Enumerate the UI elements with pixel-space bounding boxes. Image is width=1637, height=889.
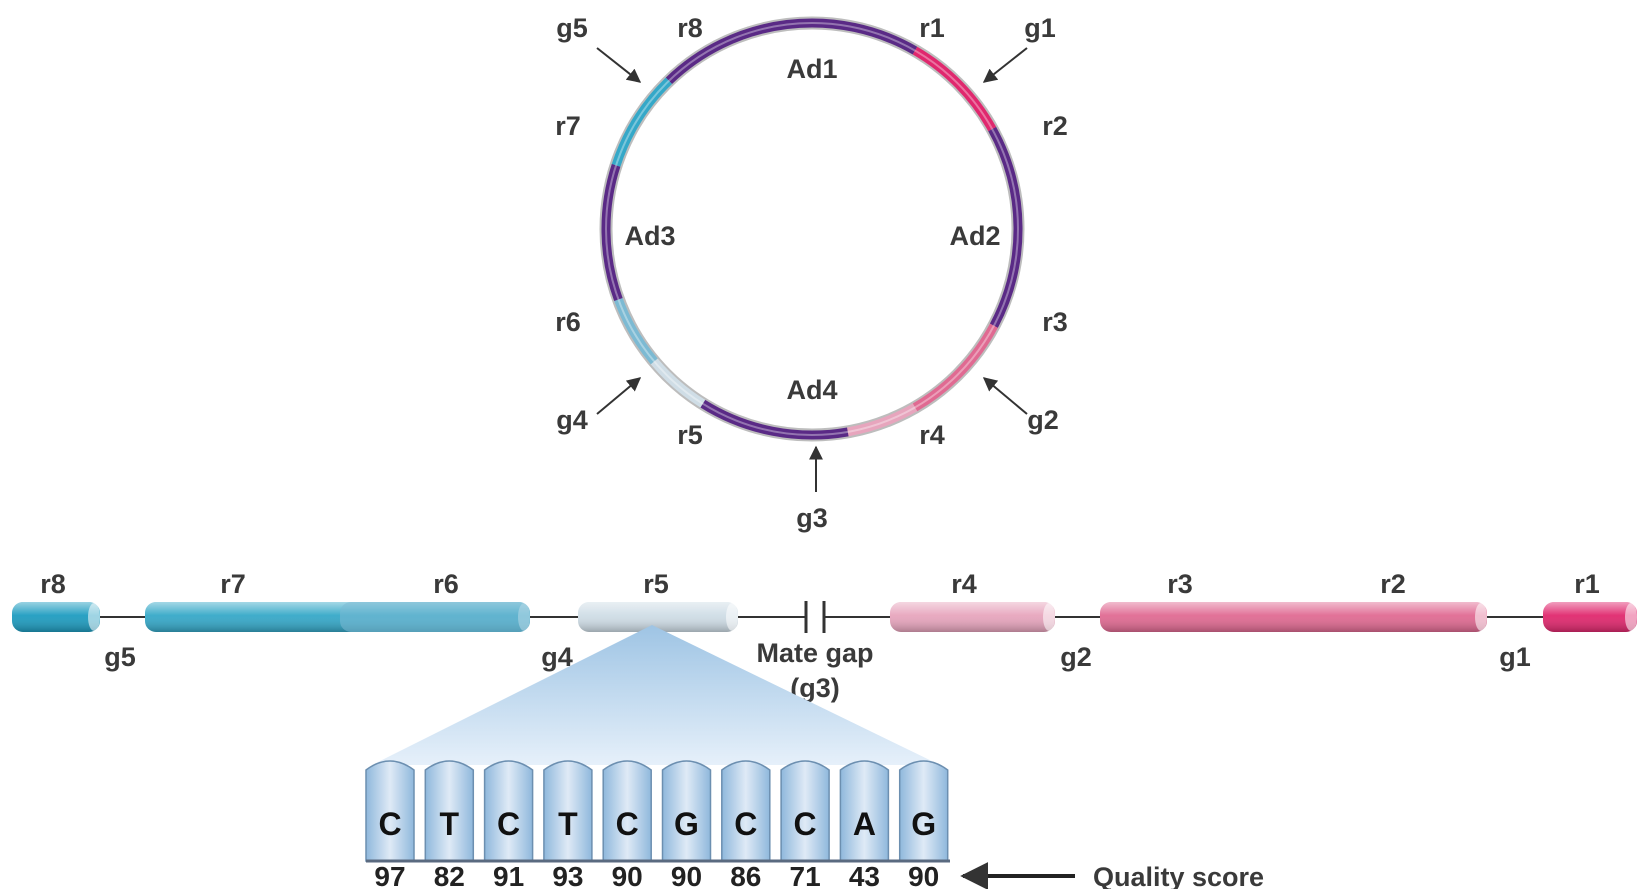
linear-gap-label-g5: g5 [104,642,136,672]
linear-read-label-r2: r2 [1380,569,1406,599]
linear-read-label-r3: r3 [1167,569,1193,599]
base-tile: C [721,760,771,862]
adapter-label-ad1: Ad1 [786,54,837,84]
adapter-label-ad4: Ad4 [786,375,837,405]
read-label-r3: r3 [1042,307,1068,337]
circular-construct: Ad1 Ad2 Ad3 Ad4 r1 r2 r3 r4 r5 r6 r7 r8 … [555,13,1068,533]
base-letter: C [794,806,817,842]
base-letter: C [734,806,757,842]
quality-score-value: 90 [671,861,702,889]
base-tile: T [424,760,475,862]
linear-scaffold: r8 r7 r6 r5 r4 r3 r2 r1 g5 g4 g2 g1 Mate… [12,569,1637,703]
r6-arc [614,297,658,365]
r4-cylinder [890,602,1055,632]
read-label-r6: r6 [555,307,581,337]
quality-score-value: 91 [493,861,524,889]
read-label-r4: r4 [919,420,945,450]
quality-score-value: 43 [849,861,880,889]
quality-score-value: 93 [552,861,583,889]
r4-arc [846,403,918,437]
ad4-arc [700,399,849,440]
base-letter: A [853,806,876,842]
base-tile: G [898,760,949,862]
linear-read-label-r8: r8 [40,569,66,599]
quality-score-label: Quality score [1093,862,1264,889]
linear-gap-label-g4: g4 [541,642,573,672]
arrow-g2 [982,377,1028,415]
base-letter: T [440,806,460,842]
read-label-r7: r7 [555,111,581,141]
r5-arc [650,358,706,408]
r8-cylinder [12,602,100,632]
ad3-arc [601,163,623,302]
read-label-r5: r5 [677,420,703,450]
read-cylinders [12,602,1637,632]
zoom-fan [372,625,940,765]
mate-gap-label: Mate gap [756,638,873,668]
r5-cylinder [578,602,738,632]
gap-label-g5: g5 [556,13,588,43]
quality-score-value: 82 [434,861,465,889]
linear-gap-label-g2: g2 [1060,642,1092,672]
base-letter: T [558,806,578,842]
linear-read-label-r1: r1 [1574,569,1600,599]
ad2-arc [988,126,1023,328]
base-letter: C [378,806,401,842]
base-tile: C [602,760,652,862]
linear-read-label-r6: r6 [433,569,459,599]
r6-cylinder-shade [340,602,530,632]
gap-label-g4: g4 [556,405,588,435]
read-label-r2: r2 [1042,111,1068,141]
r3-r2-cylinder [1100,602,1487,632]
base-tile: C [483,760,534,862]
read-label-r1: r1 [919,13,945,43]
ring-highlight [605,22,1019,436]
ring-segments [601,18,1023,440]
arrow-g5 [596,47,642,83]
gap-label-g3: g3 [796,503,828,533]
linear-read-label-r7: r7 [220,569,246,599]
r7-arc [611,77,673,167]
quality-score-value: 86 [730,861,761,889]
base-letter: C [497,806,520,842]
ad1-arc [665,18,918,85]
quality-score-value: 90 [908,861,939,889]
base-tile: G [661,760,712,862]
read-label-r8: r8 [677,13,703,43]
linear-gap-label-g1: g1 [1499,642,1531,672]
r1-arc [912,46,997,132]
base-tile: T [543,760,593,862]
linear-read-label-r4: r4 [951,569,977,599]
quality-score-value: 97 [374,861,405,889]
base-letter: G [911,806,936,842]
base-tile: C [780,760,830,862]
base-letter: C [616,806,639,842]
gap-label-g1: g1 [1024,13,1056,43]
base-tile: A [839,760,890,862]
r3-arc [912,323,998,412]
adapter-label-ad3: Ad3 [624,221,675,251]
arrow-g1 [982,47,1028,83]
adapter-label-ad2: Ad2 [949,221,1000,251]
quality-score-value: 90 [612,861,643,889]
gap-label-g2: g2 [1027,405,1059,435]
linear-read-label-r5: r5 [643,569,669,599]
r1-cylinder [1543,602,1637,632]
base-tile: C [365,760,415,862]
quality-scores: 97 82 91 93 90 90 86 71 43 90 [374,861,939,889]
base-letter: G [674,806,699,842]
quality-score-value: 71 [790,861,821,889]
arrow-g4 [596,377,642,415]
